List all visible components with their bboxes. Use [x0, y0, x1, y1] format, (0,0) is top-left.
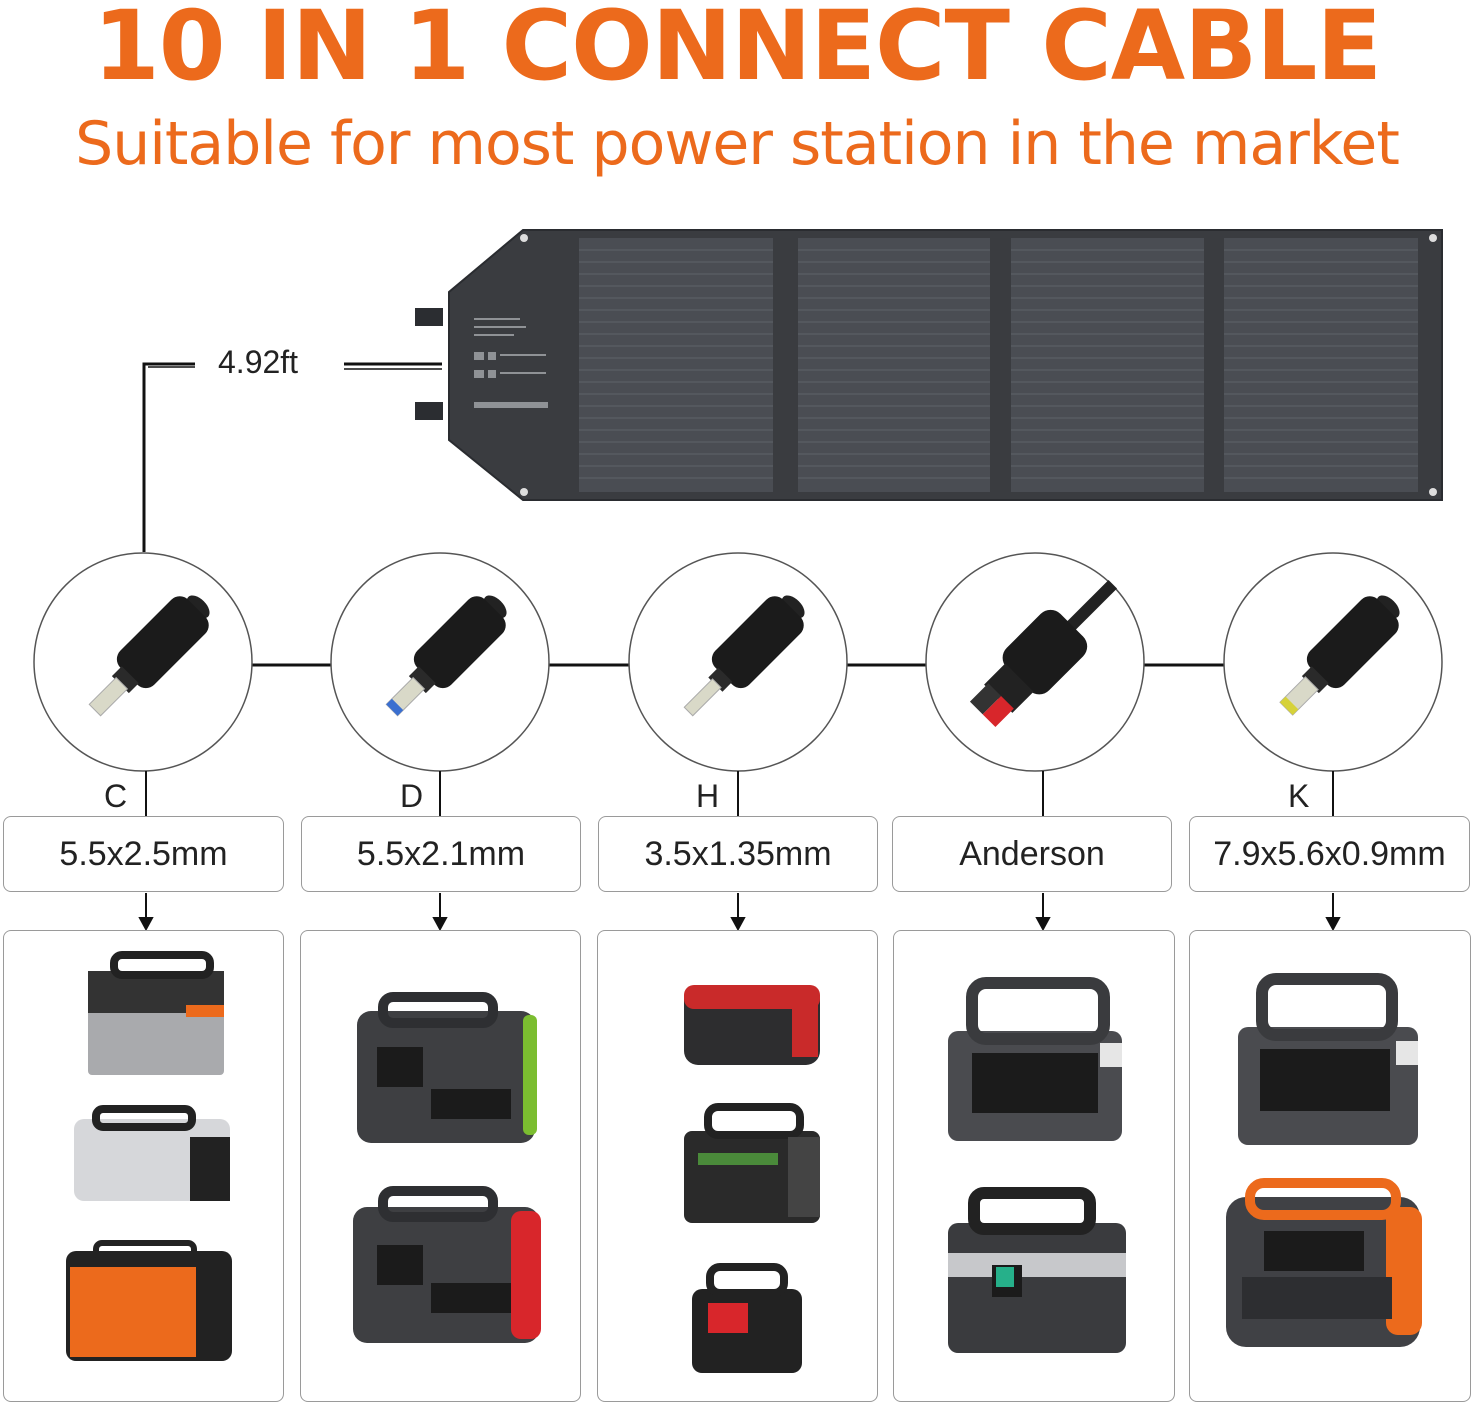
anderson-plug-icon — [969, 579, 1118, 728]
barrel-plug-k-icon — [1279, 595, 1400, 716]
connector-letter-d: D — [400, 778, 424, 814]
power-station-images — [66, 951, 232, 1361]
solar-panel-image — [415, 229, 1443, 501]
down-arrows — [138, 893, 1341, 932]
power-station-images — [1226, 973, 1422, 1347]
compatible-devices-d — [300, 930, 581, 1402]
power-station-images — [684, 985, 820, 1373]
connector-letter-c: C — [104, 778, 128, 814]
connector-size-k: 7.9x5.6x0.9mm — [1189, 816, 1470, 892]
barrel-plug-h-icon — [683, 595, 805, 717]
connector-letter-k: K — [1288, 778, 1310, 814]
compatible-devices-h — [597, 930, 878, 1402]
connector-size-h: 3.5x1.35mm — [598, 816, 878, 892]
barrel-plug-c-icon — [88, 595, 210, 717]
power-station-images — [353, 992, 541, 1343]
compatible-devices-c — [3, 930, 284, 1402]
connector-size-d: 5.5x2.1mm — [301, 816, 581, 892]
power-station-images — [948, 977, 1126, 1353]
cable-lines — [142, 362, 1224, 667]
connector-stems — [145, 771, 1334, 816]
connector-circles — [33, 552, 1443, 772]
headline: 10 IN 1 CONNECT CABLE — [92, 0, 1382, 102]
connector-letter-h: H — [696, 778, 720, 814]
compatible-devices-k — [1189, 930, 1471, 1402]
connector-size-anderson: Anderson — [892, 816, 1172, 892]
subheadline: Suitable for most power station in the m… — [75, 109, 1400, 179]
cable-length-label: 4.92ft — [218, 344, 299, 380]
compatible-devices-anderson — [893, 930, 1175, 1402]
barrel-plug-d-icon — [385, 595, 507, 717]
tip — [88, 676, 129, 717]
connector-size-c: 5.5x2.5mm — [3, 816, 284, 892]
